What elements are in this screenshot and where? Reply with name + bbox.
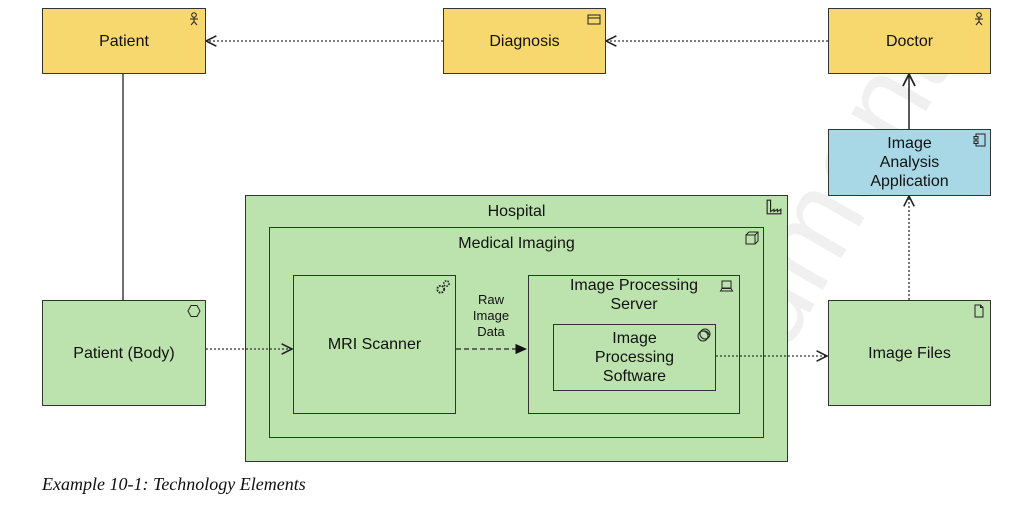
business-object-icon bbox=[587, 14, 601, 25]
doctor-label: Doctor bbox=[885, 32, 934, 50]
patient-label: Patient bbox=[99, 32, 149, 50]
mri-scanner-equipment[interactable]: MRI Scanner bbox=[293, 275, 456, 414]
node-icon bbox=[745, 231, 759, 245]
image-files-artifact[interactable]: Image Files bbox=[828, 300, 991, 406]
patient-actor[interactable]: Patient bbox=[42, 8, 206, 74]
figure-caption: Example 10-1: Technology Elements bbox=[42, 474, 306, 494]
actor-icon bbox=[975, 12, 983, 26]
hospital-label: Hospital bbox=[487, 203, 546, 220]
component-icon bbox=[973, 133, 986, 147]
gears-icon bbox=[436, 280, 450, 294]
device-icon bbox=[719, 280, 734, 292]
system-software-icon bbox=[697, 328, 711, 342]
image-processing-software[interactable]: Image Processing Software bbox=[553, 324, 716, 391]
image-processing-server-label: Image Processing Server bbox=[569, 277, 699, 313]
artifact-icon bbox=[974, 304, 984, 318]
mri-scanner-label: MRI Scanner bbox=[327, 336, 422, 353]
medical-imaging-label: Medical Imaging bbox=[458, 235, 575, 252]
patient-body-equipment[interactable]: Patient (Body) bbox=[42, 300, 206, 406]
material-icon bbox=[187, 305, 201, 317]
doctor-actor[interactable]: Doctor bbox=[828, 8, 991, 74]
raw-image-data-label: Raw Image Data bbox=[472, 292, 510, 339]
actor-icon bbox=[190, 12, 198, 26]
diagnosis-object[interactable]: Diagnosis bbox=[443, 8, 606, 74]
image-processing-software-label: Image Processing Software bbox=[594, 330, 675, 385]
image-analysis-application[interactable]: Image Analysis Application bbox=[828, 129, 991, 196]
image-files-label: Image Files bbox=[868, 344, 951, 362]
image-analysis-application-label: Image Analysis Application bbox=[870, 135, 949, 190]
patient-body-label: Patient (Body) bbox=[73, 344, 175, 362]
facility-icon bbox=[766, 199, 782, 215]
diagnosis-label: Diagnosis bbox=[489, 32, 560, 50]
